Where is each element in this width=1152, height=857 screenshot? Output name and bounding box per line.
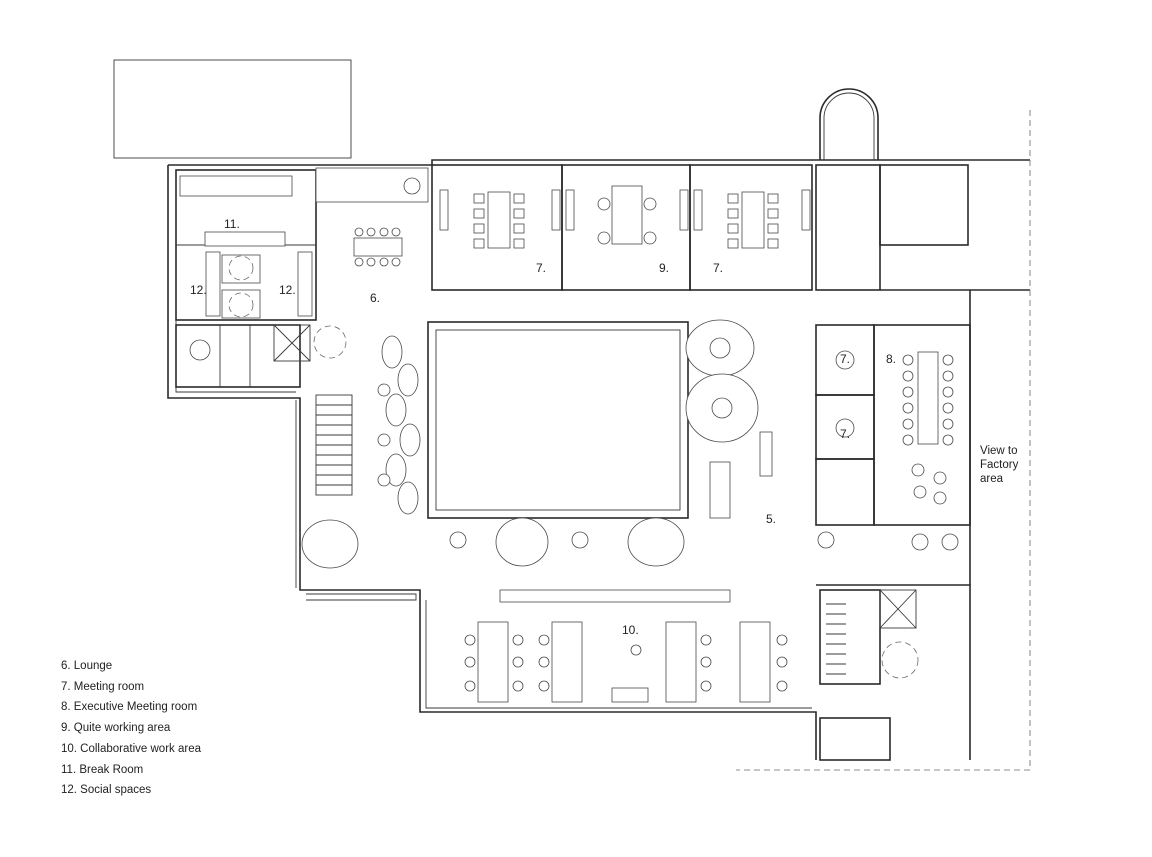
legend-item: 7. Meeting room bbox=[61, 680, 145, 693]
lounge-table bbox=[353, 237, 403, 257]
social-sofa bbox=[205, 251, 221, 317]
elevator-shaft-lower bbox=[879, 589, 917, 629]
atrium-inner bbox=[435, 329, 681, 511]
atrium bbox=[427, 321, 689, 519]
service-room bbox=[879, 164, 969, 246]
room-label-social-right: 12. bbox=[279, 283, 296, 297]
room-label-quiet: 9. bbox=[659, 261, 669, 275]
break-island bbox=[204, 231, 286, 247]
building-outline-inner bbox=[175, 170, 812, 709]
meeting-chairs bbox=[473, 193, 779, 249]
table bbox=[228, 255, 254, 281]
wc-fixture bbox=[189, 339, 211, 361]
stair-treads bbox=[316, 404, 352, 486]
wc-lower bbox=[819, 717, 891, 761]
room-label-meeting-b: 7. bbox=[713, 261, 723, 275]
legend-item: 10. Collaborative work area bbox=[61, 742, 201, 755]
storage bbox=[815, 458, 875, 526]
room-label-meeting-d: 7. bbox=[840, 427, 850, 441]
executive-chairs bbox=[835, 350, 954, 505]
building-outline bbox=[167, 159, 1030, 760]
table bbox=[313, 325, 347, 359]
view-label: View to Factory area bbox=[980, 444, 1040, 486]
collab-desks bbox=[464, 621, 788, 703]
break-counter bbox=[179, 175, 293, 197]
shelving bbox=[439, 189, 811, 231]
executive-table bbox=[917, 351, 939, 445]
stair-core-upper bbox=[815, 164, 881, 291]
legend-item: 6. Lounge bbox=[61, 660, 113, 672]
counter bbox=[759, 431, 773, 477]
room-label-collab: 10. bbox=[622, 623, 639, 637]
legend-item: 9. Quite working area bbox=[61, 722, 171, 735]
social-pod bbox=[221, 289, 261, 319]
view-label-line: Factory bbox=[980, 459, 1019, 471]
room-label-social-left: 12. bbox=[190, 283, 207, 297]
wc-block bbox=[175, 324, 301, 388]
legend-item: 8. Executive Meeting room bbox=[61, 701, 198, 714]
elevator-shaft bbox=[273, 324, 311, 362]
social-pod bbox=[221, 254, 261, 284]
elevator-cross bbox=[273, 324, 311, 362]
round-tables bbox=[685, 319, 759, 443]
meeting-table bbox=[487, 191, 511, 249]
table bbox=[881, 641, 919, 679]
lounge-chairs bbox=[354, 227, 401, 267]
meeting-room-b bbox=[689, 164, 813, 291]
elevator-cross bbox=[879, 589, 917, 629]
room-label-meeting-a: 7. bbox=[536, 261, 546, 275]
executive-room bbox=[873, 324, 971, 526]
room-legend: 6. Lounge 7. Meeting room 8. Executive M… bbox=[61, 656, 201, 801]
room-label-meeting-c: 7. bbox=[840, 352, 850, 366]
quiet-table bbox=[611, 185, 643, 245]
room-label-executive: 8. bbox=[886, 352, 896, 366]
lounge-fixture bbox=[403, 177, 421, 195]
exterior-structure bbox=[113, 59, 352, 159]
social-sofa bbox=[297, 251, 313, 317]
legend-item: 12. Social spaces bbox=[61, 784, 152, 797]
view-label-line: area bbox=[980, 473, 1004, 485]
view-label-line: View to bbox=[980, 445, 1018, 457]
room-label-break: 11. bbox=[224, 217, 240, 231]
room-label-area-5: 5. bbox=[766, 512, 776, 526]
lounge-seating bbox=[377, 335, 421, 515]
long-table bbox=[709, 461, 731, 519]
legend-item: 11. Break Room bbox=[61, 763, 144, 776]
collab-storage bbox=[499, 589, 731, 603]
stair-core-lower bbox=[819, 589, 881, 685]
stair-tower bbox=[819, 88, 879, 160]
table bbox=[228, 292, 254, 318]
dashed-boundary bbox=[736, 110, 1031, 771]
stair-tower-inner bbox=[823, 92, 875, 160]
stair-treads-lower bbox=[826, 603, 846, 675]
meeting-table bbox=[741, 191, 765, 249]
lounge-seating-south bbox=[301, 517, 959, 569]
room-label-lounge: 6. bbox=[370, 291, 380, 305]
